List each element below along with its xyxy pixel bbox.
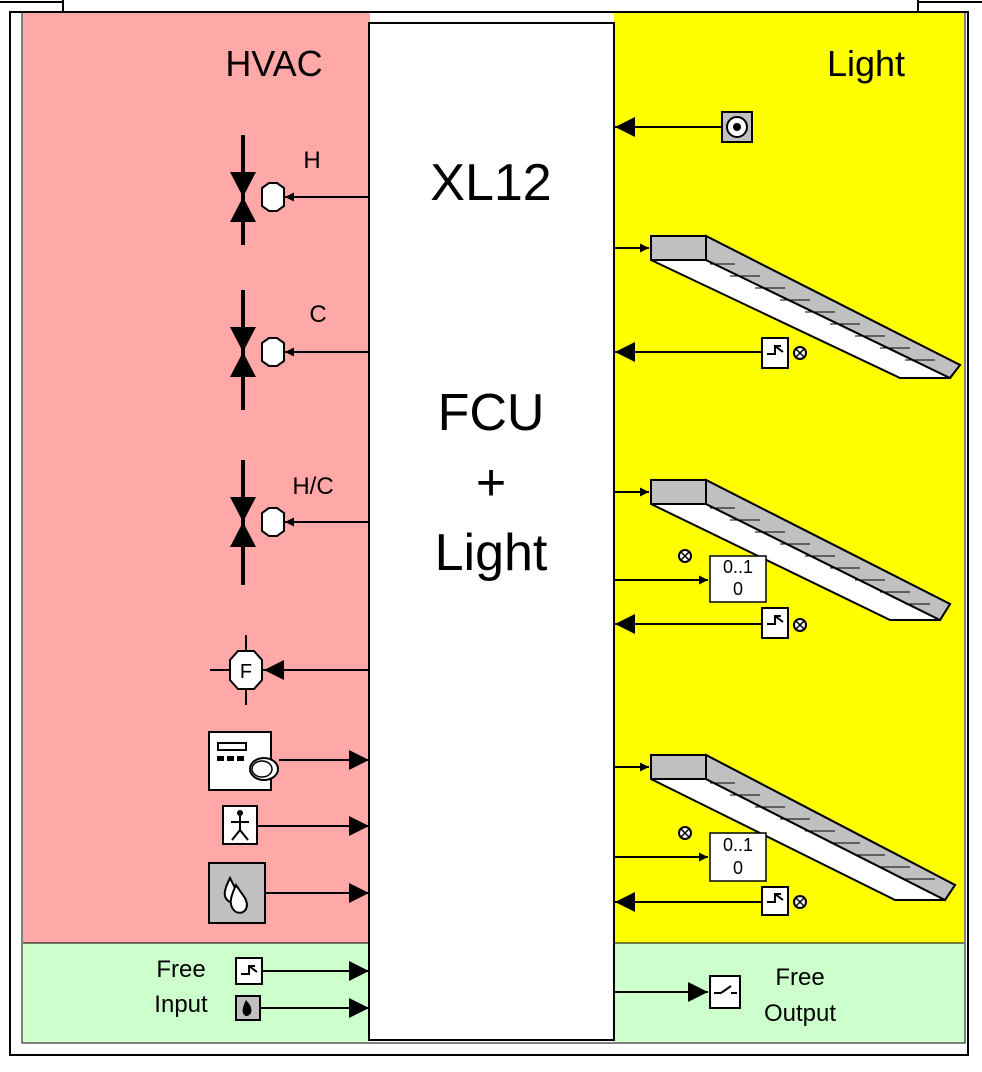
lamp-3-icon xyxy=(793,618,807,632)
controller-line2: + xyxy=(476,454,506,512)
occupancy-sensor-icon xyxy=(222,805,369,845)
free-input-sensor-icon xyxy=(235,995,369,1021)
free-output-label-2: Output xyxy=(764,1000,836,1027)
light-title: Light xyxy=(827,43,905,84)
dew-point-sensor-icon xyxy=(208,862,369,924)
hvac-section xyxy=(23,13,370,943)
fan-icon xyxy=(210,635,369,705)
free-output-label-1: Free xyxy=(775,964,824,991)
light-switch-3-icon xyxy=(615,886,789,916)
controller-line1: FCU xyxy=(438,384,545,442)
lamp-5-icon xyxy=(793,895,807,909)
cooling-valve-icon xyxy=(230,290,369,410)
dimmer-2-icon xyxy=(615,832,767,882)
dimmer-2-range: 0..1 xyxy=(723,835,753,855)
light-switch-2-icon xyxy=(615,607,789,639)
dimmer-2-range-2: 0 xyxy=(733,858,743,878)
lamp-1-icon xyxy=(793,346,807,360)
free-output-switch-icon xyxy=(615,975,741,1009)
cooling-valve-label: C xyxy=(309,301,326,328)
free-input-label-2: Input xyxy=(154,991,208,1018)
hvac-title: HVAC xyxy=(225,43,322,84)
luminaire-2-icon xyxy=(615,478,952,622)
controller-box xyxy=(368,22,615,1041)
heating-valve-icon xyxy=(230,135,369,245)
heat-cool-valve-icon xyxy=(230,460,369,585)
fan-label: F xyxy=(240,661,252,683)
controller-model: XL12 xyxy=(430,154,551,212)
dimmer-1-icon xyxy=(615,555,767,603)
room-unit-icon xyxy=(208,731,369,791)
heat-cool-valve-label: H/C xyxy=(292,473,333,500)
heating-valve-label: H xyxy=(303,147,320,174)
light-sensor-icon xyxy=(615,111,753,143)
free-input-section xyxy=(23,943,370,1042)
lamp-4-icon xyxy=(678,826,692,840)
luminaire-3-icon xyxy=(615,753,957,902)
lamp-2-icon xyxy=(678,549,692,563)
dimmer-1-range: 0..1 xyxy=(723,557,753,577)
controller-line3: Light xyxy=(435,524,548,582)
dimmer-1-range-2: 0 xyxy=(733,579,743,599)
free-input-switch-icon xyxy=(235,957,369,985)
free-input-label-1: Free xyxy=(156,956,205,983)
luminaire-1-icon xyxy=(615,234,962,380)
light-switch-1-icon xyxy=(615,337,789,369)
